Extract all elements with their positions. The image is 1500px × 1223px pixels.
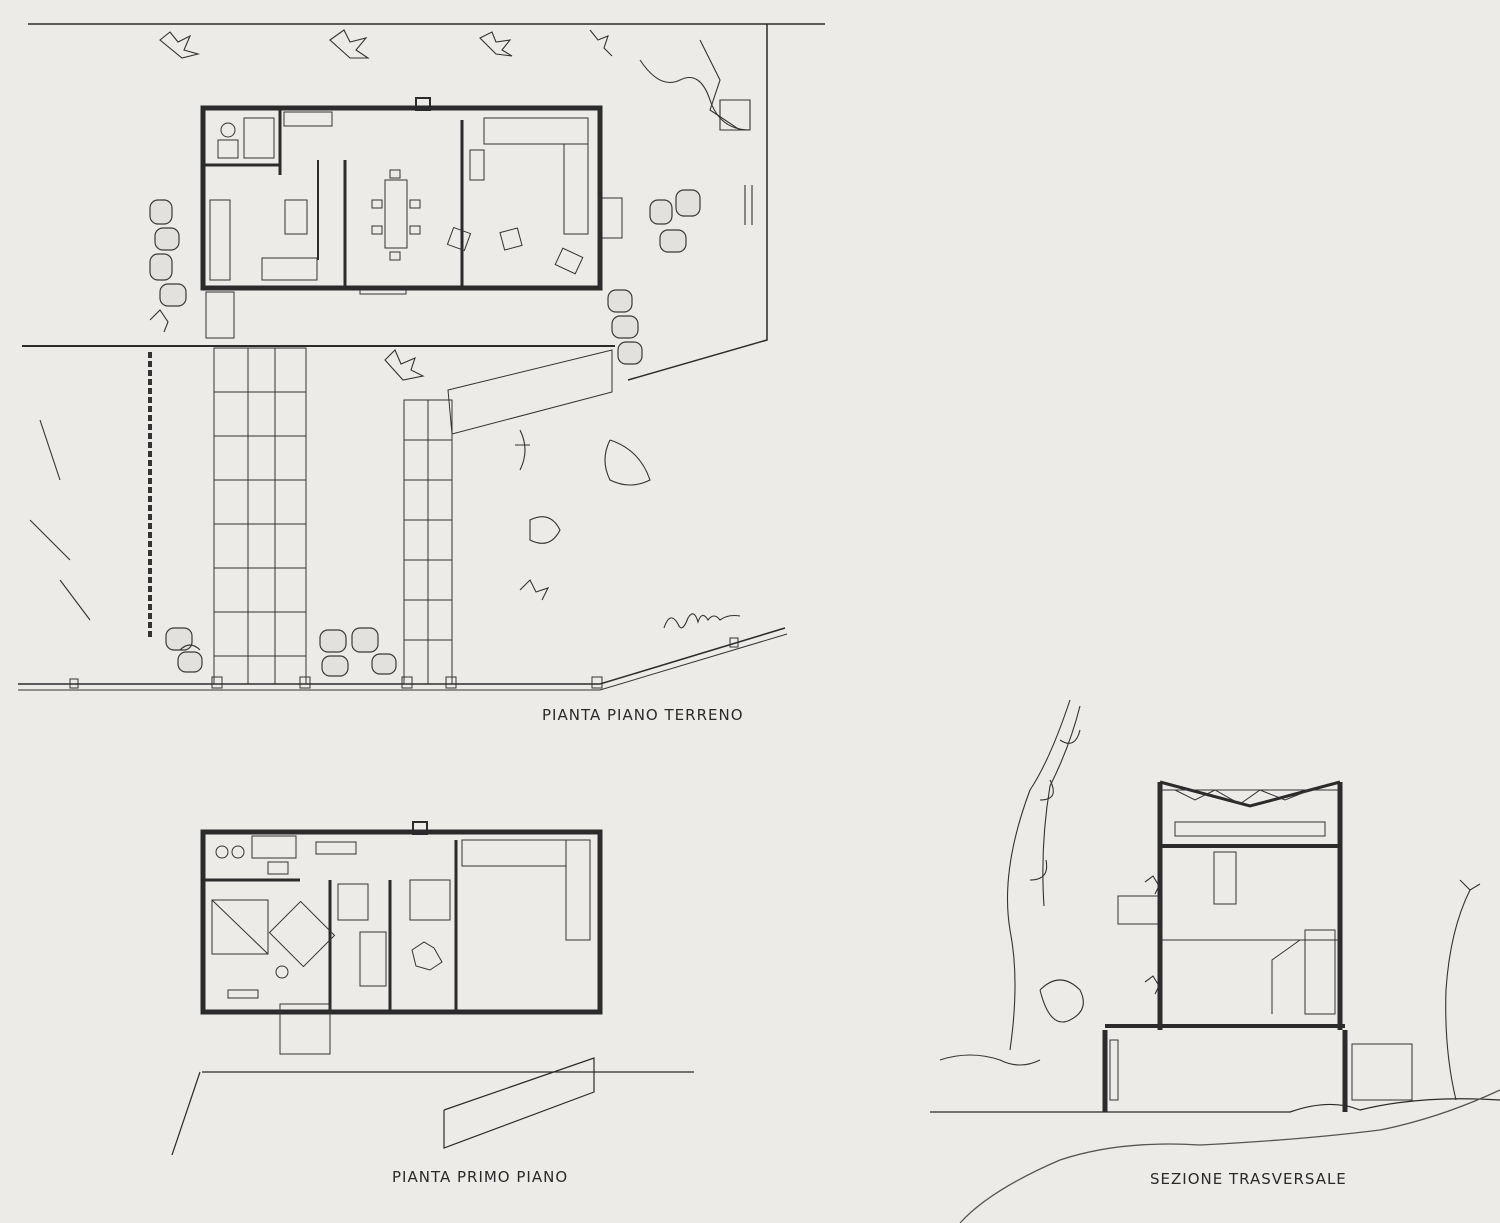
- terrace-outline-right: [443, 1057, 595, 1149]
- stone-walls: [149, 189, 701, 677]
- caption-first-floor-plan: PIANTA PRIMO PIANO: [392, 1168, 569, 1186]
- ground-floor-bathroom: [217, 111, 333, 159]
- architect-signature: [663, 613, 741, 629]
- balcony-deck: [279, 1003, 331, 1055]
- first-floor-plan: [171, 821, 694, 1156]
- caption-ground-floor-plan: PIANTA PIANO TERRENO: [542, 706, 744, 724]
- paved-walkway-left: [213, 347, 307, 685]
- torn-paper-edge: [959, 1089, 1500, 1223]
- ground-floor-plan: [18, 23, 825, 691]
- kitchen: [209, 199, 318, 281]
- first-floor-walls: [200, 821, 603, 1015]
- bedroom-furniture: [211, 879, 451, 999]
- gate-posts: [69, 637, 739, 689]
- section-interior: [1109, 851, 1413, 1101]
- dining-table: [371, 169, 421, 261]
- section-trees: [939, 699, 1481, 1101]
- street-line: [18, 627, 786, 685]
- section-ground-line: [930, 1098, 1500, 1113]
- cross-section: [930, 699, 1500, 1223]
- paved-walkway-right: [403, 399, 453, 685]
- first-floor-bathroom: [215, 835, 357, 875]
- garden-steps: [447, 349, 613, 435]
- section-walls: [1102, 780, 1348, 1112]
- living-room-chairs: [446, 149, 584, 275]
- ground-floor-walls: [200, 97, 603, 291]
- entrance-mat: [205, 291, 235, 339]
- first-floor-stair: [461, 839, 591, 941]
- vegetation-sketches: [29, 29, 753, 651]
- ground-floor-stair: [483, 117, 623, 239]
- right-boundary-line: [627, 24, 768, 381]
- caption-cross-section: SEZIONE TRASVERSALE: [1150, 1170, 1347, 1188]
